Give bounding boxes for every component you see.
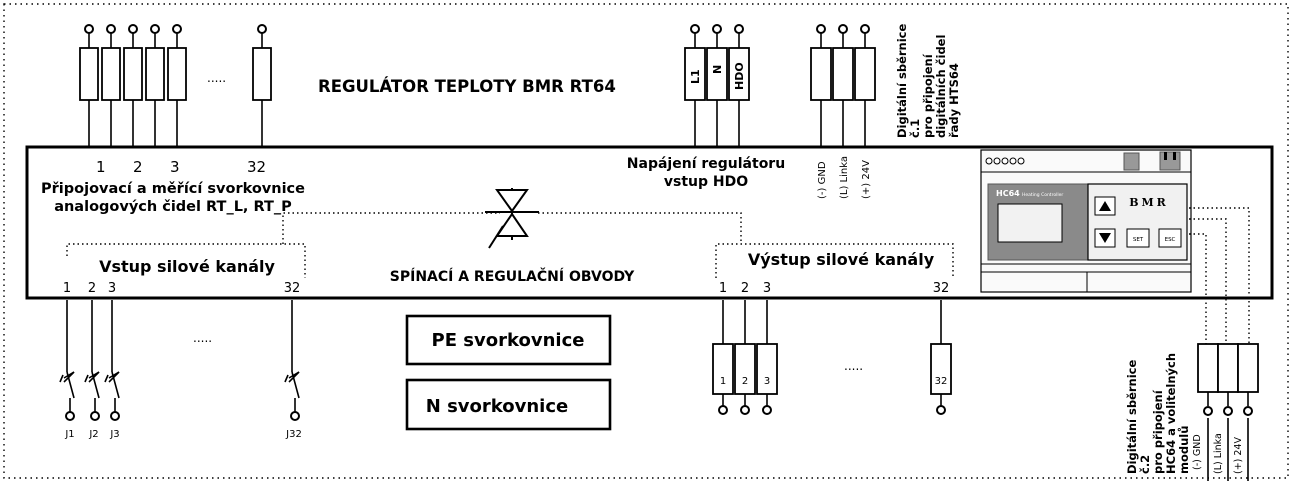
analog-terminal-block <box>79 24 272 148</box>
outer-frame <box>3 3 1289 479</box>
output-number-32: 32 <box>933 281 950 296</box>
analog-number-32: 32 <box>247 158 266 176</box>
output-ellipsis: ..... <box>844 359 863 373</box>
bus2-label-24v: (+) 24V <box>1233 437 1244 474</box>
device-model: HC64 <box>996 189 1020 198</box>
input-ellipsis: ..... <box>193 331 212 345</box>
dotted-connections <box>66 212 954 278</box>
bus2-label-linka: (L) Linka <box>1213 433 1224 474</box>
j-label-3: J3 <box>109 429 119 440</box>
output-channels-label: Výstup silové kanály <box>748 250 935 269</box>
power-caption-1: Napájení regulátoru <box>627 156 785 172</box>
input-number-32: 32 <box>284 281 301 296</box>
power-terminal-block <box>684 24 750 148</box>
terminal-label-hdo: HDO <box>733 62 746 90</box>
input-number-3: 3 <box>108 281 116 296</box>
regulator-body <box>25 145 1274 300</box>
n-terminal-box <box>405 378 612 431</box>
input-number-2: 2 <box>88 281 96 296</box>
output-terminal-2: 2 <box>742 376 748 387</box>
n-terminal-label: N svorkovnice <box>426 396 568 417</box>
hc64-device: HC64 Heating Controller SET ESC BMR <box>980 149 1192 293</box>
analog-number-3: 3 <box>170 158 180 176</box>
svg-text:pro připojení: pro připojení <box>921 53 935 138</box>
analog-ellipsis: ..... <box>207 71 226 85</box>
output-terminal-block <box>712 300 952 415</box>
power-caption-2: vstup HDO <box>664 174 748 190</box>
output-number-3: 3 <box>763 281 771 296</box>
input-number-1: 1 <box>63 281 71 296</box>
device-logo: BMR <box>1129 196 1169 209</box>
analog-number-2: 2 <box>133 158 143 176</box>
output-terminal-3: 3 <box>764 376 770 387</box>
terminal-label-n: N <box>711 65 724 74</box>
output-number-1: 1 <box>719 281 727 296</box>
input-switches <box>59 300 300 421</box>
bus1-label-gnd: (-) GND <box>817 161 828 199</box>
svg-text:Digitální sběrnice: Digitální sběrnice <box>895 24 909 138</box>
bus1-label-24v: (+) 24V <box>861 160 872 199</box>
output-terminal-1: 1 <box>720 376 726 387</box>
j-label-1: J1 <box>64 429 74 440</box>
analog-number-1: 1 <box>96 158 106 176</box>
triac-symbol <box>485 188 539 249</box>
svg-text:č.2: č.2 <box>1138 455 1152 474</box>
input-channels-label: Vstup silové kanály <box>99 257 275 276</box>
terminal-label-l1: L1 <box>689 69 702 84</box>
j-label-2: J2 <box>88 429 98 440</box>
bus2-caption: Digitální sběrnice č.2 pro připojení HC6… <box>1125 353 1191 474</box>
j-label-32: J32 <box>285 429 302 440</box>
svg-text:digitálních čidel: digitálních čidel <box>934 35 948 138</box>
device-set-button: SET <box>1133 237 1144 243</box>
svg-text:č.1: č.1 <box>908 119 922 138</box>
analog-caption-1: Připojovací a měřící svorkovnice <box>41 181 305 197</box>
title: REGULÁTOR TEPLOTY BMR RT64 <box>318 77 616 96</box>
analog-caption-2: analogových čidel RT_L, RT_P <box>54 199 292 215</box>
pe-terminal-box <box>405 314 612 366</box>
bus2-label-gnd: (-) GND <box>1192 434 1203 470</box>
switching-label: SPÍNACÍ A REGULAČNÍ OBVODY <box>390 267 635 285</box>
bus1-label-linka: (L) Linka <box>839 156 850 199</box>
svg-text:modulů: modulů <box>1177 426 1191 474</box>
bus1-caption: Digitální sběrnice č.1 pro připojení dig… <box>895 24 961 138</box>
bus2-terminal-block <box>1197 343 1259 481</box>
svg-text:HC64 a volitelných: HC64 a volitelných <box>1164 353 1178 474</box>
svg-text:Digitální sběrnice: Digitální sběrnice <box>1125 360 1139 474</box>
output-number-2: 2 <box>741 281 749 296</box>
bus1-terminal-block <box>810 24 876 148</box>
svg-text:řady HTS64: řady HTS64 <box>947 63 961 138</box>
device-esc-button: ESC <box>1165 237 1176 243</box>
pe-terminal-label: PE svorkovnice <box>432 330 585 351</box>
output-terminal-32: 32 <box>935 376 948 387</box>
bus2-dotted-links <box>1189 207 1250 344</box>
svg-text:pro připojení: pro připojení <box>1151 389 1165 474</box>
device-subtitle: Heating Controller <box>1022 192 1063 198</box>
